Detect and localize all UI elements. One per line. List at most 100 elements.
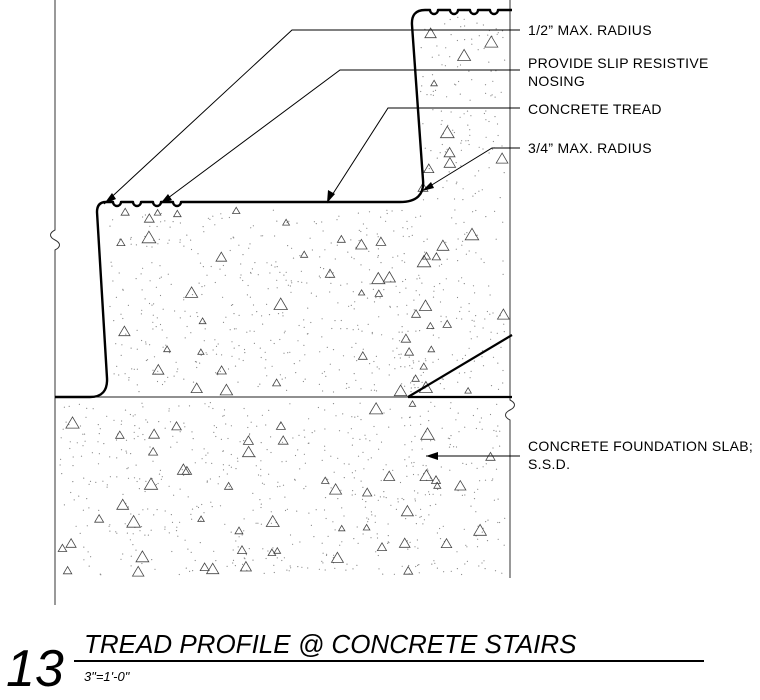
aggregate-dot — [224, 523, 226, 525]
aggregate-dot — [343, 477, 345, 479]
aggregate-triangle — [398, 537, 411, 548]
aggregate-dot — [400, 366, 402, 368]
aggregate-dot — [120, 449, 123, 451]
aggregate-dot — [370, 511, 372, 513]
aggregate-dot — [449, 407, 451, 409]
aggregate-dot — [284, 377, 286, 379]
aggregate-dot — [443, 388, 445, 390]
aggregate-dot — [469, 331, 471, 333]
aggregate-dot — [377, 499, 379, 501]
aggregate-dot — [488, 120, 490, 123]
aggregate-triangle — [354, 238, 368, 250]
aggregate-dot — [232, 562, 234, 564]
aggregate-dot — [207, 217, 209, 219]
aggregate-triangle — [464, 386, 473, 394]
aggregate-dot — [136, 368, 138, 370]
aggregate-dot — [303, 319, 305, 321]
aggregate-dot — [479, 480, 481, 482]
aggregate-dot — [260, 475, 262, 477]
aggregate-triangle — [442, 319, 453, 328]
aggregate-dot — [125, 450, 127, 452]
aggregate-dot — [168, 408, 170, 410]
aggregate-triangle — [223, 481, 234, 490]
aggregate-dot — [378, 368, 380, 370]
aggregate-dot — [237, 381, 239, 383]
aggregate-dot — [183, 422, 185, 424]
aggregate-dot — [249, 243, 251, 245]
aggregate-dot — [444, 65, 446, 67]
aggregate-dot — [251, 268, 253, 270]
aggregate-dot — [356, 360, 358, 362]
aggregate-dot — [468, 347, 470, 349]
aggregate-dot — [97, 424, 99, 426]
aggregate-dot — [330, 487, 332, 489]
aggregate-dot — [460, 142, 462, 144]
aggregate-dot — [229, 329, 231, 331]
aggregate-dot — [273, 342, 275, 345]
aggregate-dot — [395, 285, 397, 287]
aggregate-dot — [252, 509, 254, 511]
aggregate-dot — [179, 317, 181, 319]
aggregate-dot — [276, 266, 278, 268]
aggregate-dot — [401, 565, 403, 567]
aggregate-dot — [350, 428, 352, 430]
aggregate-triangle — [120, 207, 130, 216]
aggregate-dot — [395, 508, 397, 510]
aggregate-dot — [422, 371, 424, 374]
aggregate-triangle — [126, 514, 142, 528]
aggregate-dot — [240, 274, 242, 276]
aggregate-dot — [340, 319, 342, 322]
aggregate-dot — [438, 265, 440, 267]
aggregate-dot — [169, 421, 172, 423]
aggregate-dot — [468, 70, 470, 72]
aggregate-dot — [186, 234, 188, 236]
aggregate-dot — [488, 167, 490, 169]
aggregate-dot — [359, 402, 361, 404]
aggregate-dot — [464, 563, 466, 565]
aggregate-dot — [360, 230, 362, 233]
note-slip-resistive-line1: PROVIDE SLIP RESISTIVE — [528, 55, 709, 71]
aggregate-dot — [478, 35, 480, 37]
aggregate-dot — [389, 408, 391, 410]
aggregate-dot — [386, 212, 388, 215]
arrowhead-foundation-slab — [426, 452, 438, 460]
aggregate-dot — [151, 304, 153, 306]
aggregate-dot — [122, 317, 124, 320]
arrowhead-three-quarter-radius — [422, 182, 434, 191]
aggregate-dot — [380, 216, 382, 218]
aggregate-dot — [144, 490, 146, 493]
aggregate-dot — [141, 289, 143, 291]
aggregate-dot — [457, 16, 459, 18]
aggregate-dot — [346, 563, 348, 565]
aggregate-dot — [159, 323, 162, 326]
aggregate-dot — [401, 417, 403, 419]
note-concrete-tread: CONCRETE TREAD — [528, 101, 662, 117]
aggregate-dot — [191, 518, 193, 520]
aggregate-dot — [497, 134, 499, 137]
aggregate-dot — [436, 567, 438, 569]
aggregate-dot — [215, 353, 218, 355]
aggregate-dot — [82, 509, 84, 511]
aggregate-dot — [404, 385, 406, 387]
aggregate-dot — [103, 443, 105, 445]
aggregate-dot — [357, 212, 359, 214]
aggregate-triangle — [197, 515, 205, 522]
aggregate-dot — [465, 140, 467, 142]
aggregate-triangle — [57, 543, 68, 552]
aggregate-dot — [162, 308, 164, 310]
aggregate-triangle — [151, 363, 165, 375]
aggregate-dot — [263, 572, 265, 575]
aggregate-dot — [345, 387, 347, 389]
aggregate-dot — [441, 143, 443, 146]
aggregate-dot — [194, 361, 197, 363]
aggregate-dot — [375, 355, 377, 357]
aggregate-dot — [324, 428, 326, 430]
aggregate-dot — [179, 521, 181, 523]
aggregate-dot — [268, 314, 271, 316]
aggregate-dot — [145, 480, 147, 482]
note-foundation-slab-line2: S.S.D. — [528, 456, 570, 472]
aggregate-dot — [176, 441, 178, 443]
aggregate-dot — [219, 370, 221, 372]
aggregate-dot — [343, 463, 345, 465]
aggregate-dot — [310, 524, 312, 527]
